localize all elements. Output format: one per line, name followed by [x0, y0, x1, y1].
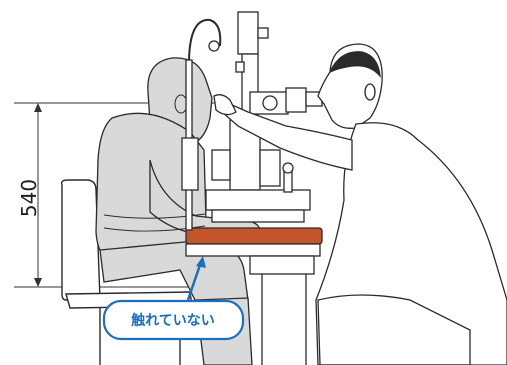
- light-box: [211, 149, 231, 181]
- table-drawer: [249, 255, 315, 275]
- base-rail: [211, 209, 305, 223]
- table-apron: [185, 243, 321, 257]
- callout-pointer: [186, 261, 203, 301]
- magnification-dial: [262, 95, 278, 111]
- chinrest-holder: [181, 137, 199, 191]
- callout: 触れていない: [102, 256, 245, 341]
- belt-line: [103, 213, 206, 219]
- chair-back: [60, 179, 101, 301]
- dimension-arrow-down: [34, 278, 42, 287]
- examiner-coat: [315, 122, 507, 365]
- examiner-figure: [213, 43, 507, 365]
- patient-chair: [60, 179, 193, 365]
- tower-knob-2: [257, 27, 269, 39]
- side-bracket: [259, 149, 281, 187]
- table-top: [185, 227, 323, 245]
- examiner-ear: [364, 83, 376, 101]
- instrument-base: [205, 189, 311, 211]
- examiner-hair: [328, 51, 381, 79]
- eyepiece-housing: [285, 87, 307, 113]
- fixation-light: [208, 40, 220, 52]
- illumination-tower: [237, 11, 259, 55]
- examiner-legs: [317, 294, 471, 365]
- callout-bubble: [102, 299, 245, 341]
- patient-arm: [149, 159, 260, 235]
- fixation-arm: [188, 18, 222, 61]
- tower-knob: [235, 61, 245, 73]
- instrument-table: [185, 227, 323, 365]
- patient-ear: [174, 94, 188, 114]
- callout-arrowhead: [196, 256, 206, 268]
- dimension-arrow-up: [34, 103, 42, 112]
- examiner-hand: [213, 94, 237, 116]
- dimension-label: 540: [17, 179, 41, 217]
- joystick-knob: [282, 162, 294, 174]
- slit-lamp: [181, 11, 323, 231]
- callout-label: 触れていない: [130, 312, 215, 329]
